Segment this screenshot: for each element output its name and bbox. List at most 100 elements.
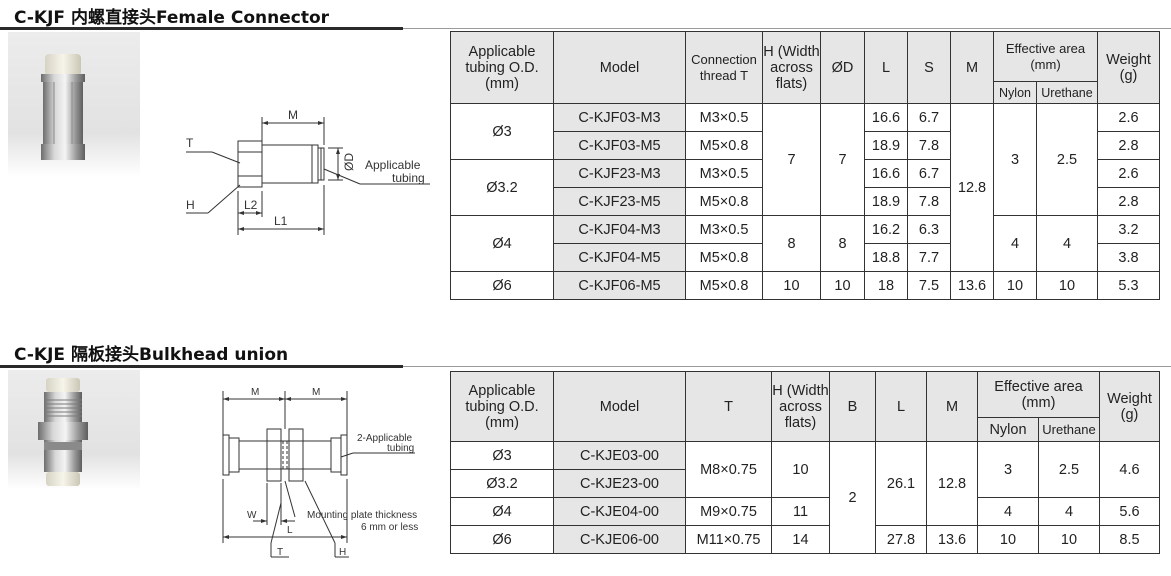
kjf-cell-m: 13.6	[950, 271, 994, 300]
kje-cell-tubing: Ø4	[450, 497, 554, 526]
kje-header-urethane: Urethane	[1038, 417, 1100, 442]
kje-cell-t: M9×0.75	[685, 497, 772, 526]
kjf-dim-l1: L1	[274, 214, 288, 228]
kje-header-effective: Effective area (mm)	[977, 371, 1100, 418]
kje-label-applicable: 2-Applicable	[357, 433, 412, 444]
kjf-header-od: ØD	[820, 31, 865, 104]
kjf-cell-weight: 2.8	[1097, 187, 1160, 216]
kjf-cell-weight: 2.6	[1097, 103, 1160, 132]
kjf-cell-m: 12.8	[950, 103, 994, 272]
kjf-cell-model: C-KJF04-M3	[553, 215, 686, 244]
kjf-header-width: H (Width across flats)	[762, 31, 821, 104]
kje-cell-l: 26.1	[875, 441, 927, 526]
kjf-dim-m: M	[288, 108, 298, 122]
kjf-cell-thread: M3×0.5	[685, 215, 763, 244]
kje-header-m: M	[926, 371, 978, 442]
kje-title-rule-extension	[403, 366, 1171, 367]
kje-cell-l: 27.8	[875, 525, 927, 554]
kje-cell-urethane: 10	[1038, 525, 1100, 554]
kje-header-model: Model	[553, 371, 686, 442]
kje-dim-t: T	[277, 547, 283, 558]
kje-header-nylon: Nylon	[977, 417, 1039, 442]
kje-cell-width: 14	[771, 525, 830, 554]
kjf-title-rule-extension	[403, 28, 1171, 29]
kjf-fitting-image	[41, 54, 85, 160]
kjf-cell-weight: 2.8	[1097, 131, 1160, 160]
kje-cell-m: 12.8	[926, 441, 978, 526]
kje-label-mounting: Mounting plate thickness	[307, 510, 417, 521]
kjf-cell-nylon: 10	[993, 271, 1037, 300]
kjf-cell-l: 18	[864, 271, 908, 300]
kjf-cell-tubing: Ø6	[450, 271, 554, 300]
kjf-cell-tubing: Ø3	[450, 103, 554, 160]
kje-spec-table: Applicable tubing O.D. (mm) Model T H (W…	[450, 371, 1160, 554]
kje-cell-b: 2	[829, 441, 876, 554]
kjf-cell-nylon: 4	[993, 215, 1037, 272]
kjf-cell-thread: M5×0.8	[685, 131, 763, 160]
kje-header-weight: Weight (g)	[1099, 371, 1160, 442]
kjf-dim-l2: L2	[244, 198, 258, 212]
kjf-cell-weight: 3.2	[1097, 215, 1160, 244]
kjf-cell-weight: 5.3	[1097, 271, 1160, 300]
kjf-cell-model: C-KJF03-M5	[553, 131, 686, 160]
kje-header-b: B	[829, 371, 876, 442]
table-row: C-KJF04-M5 M5×0.8 18.8 7.7 3.8	[451, 243, 1160, 272]
kjf-cell-s: 7.8	[907, 131, 951, 160]
table-row: Ø3.2 C-KJF23-M3 M3×0.5 16.6 6.7 2.6	[450, 159, 1160, 216]
kjf-header-s: S	[907, 31, 951, 104]
kjf-cell-l: 18.9	[864, 131, 908, 160]
kjf-header-weight: Weight (g)	[1097, 31, 1160, 104]
kje-cell-tubing: Ø3	[450, 441, 554, 470]
kjf-header-m: M	[950, 31, 994, 104]
kjf-dimension-drawing: M T H L2 L1 ØD Applicable tubing	[186, 108, 430, 235]
kje-header-t: T	[685, 371, 772, 442]
kjf-cell-tubing: Ø4	[450, 215, 554, 272]
kjf-cell-weight: 2.6	[1097, 159, 1160, 188]
kje-cell-urethane: 2.5	[1038, 441, 1100, 498]
kje-cell-width: 11	[771, 497, 830, 526]
table-row: Ø3.2 C-KJE23-00	[450, 469, 1160, 498]
kjf-cell-s: 7.5	[907, 271, 951, 300]
kjf-product-photo	[8, 32, 140, 177]
kje-cell-weight: 8.5	[1099, 525, 1160, 554]
kjf-section-title: C-KJF 内螺直接头Female Connector	[14, 8, 330, 28]
kje-dim-m-left: M	[251, 387, 259, 398]
kjf-cell-l: 18.9	[864, 187, 908, 216]
kje-header-row: Applicable tubing O.D. (mm) Model T H (W…	[450, 371, 1160, 442]
kje-fitting-image	[38, 378, 88, 486]
kjf-cell-thread: M3×0.5	[685, 103, 763, 132]
kjf-cell-s: 6.3	[907, 215, 951, 244]
kjf-cell-od: 7	[820, 103, 865, 216]
table-row: Ø6 C-KJF06-M5 M5×0.8 10 10 18 7.5 13.6 1…	[450, 271, 1160, 300]
kje-header-width: H (Width across flats)	[771, 371, 830, 442]
kje-dim-l: L	[287, 525, 293, 536]
kjf-header-tubing: Applicable tubing O.D. (mm)	[450, 31, 554, 104]
kjf-cell-thread: M5×0.8	[685, 187, 763, 216]
kjf-header-nylon: Nylon	[993, 81, 1037, 104]
kje-section-title: C-KJE 隔板接头Bulkhead union	[14, 345, 289, 365]
kjf-cell-thread: M5×0.8	[685, 243, 763, 272]
table-row: Ø3 C-KJE03-00 M8×0.75 10 2 26.1 12.8 3 2…	[450, 441, 1160, 554]
kje-dim-m-right: M	[312, 387, 320, 398]
kjf-cell-model: C-KJF06-M5	[553, 271, 686, 300]
kje-dim-h: H	[339, 547, 346, 558]
kjf-cell-model: C-KJF03-M3	[553, 103, 686, 132]
kjf-cell-width: 7	[762, 103, 821, 216]
kje-header-tubing: Applicable tubing O.D. (mm)	[450, 371, 554, 442]
kjf-cell-l: 18.8	[864, 243, 908, 272]
kje-cell-m: 13.6	[926, 525, 978, 554]
kje-cell-tubing: Ø6	[450, 525, 554, 554]
kje-cell-model: C-KJE06-00	[553, 525, 686, 554]
kjf-dim-od: ØD	[342, 153, 356, 171]
kje-cell-nylon: 4	[977, 497, 1039, 526]
kje-cell-weight: 5.6	[1099, 497, 1160, 526]
kje-header-l: L	[875, 371, 927, 442]
table-row: Ø4 C-KJF04-M3 M3×0.5 8 8 16.2 6.3 4 4 3.…	[450, 215, 1160, 272]
kjf-cell-weight: 3.8	[1097, 243, 1160, 272]
kjf-header-thread: Connection thread T	[685, 31, 763, 104]
kje-title-rule	[0, 365, 403, 368]
kje-cell-width: 10	[771, 441, 830, 498]
kje-cell-nylon: 10	[977, 525, 1039, 554]
kjf-cell-nylon: 3	[993, 103, 1037, 216]
kjf-cell-od: 10	[820, 271, 865, 300]
